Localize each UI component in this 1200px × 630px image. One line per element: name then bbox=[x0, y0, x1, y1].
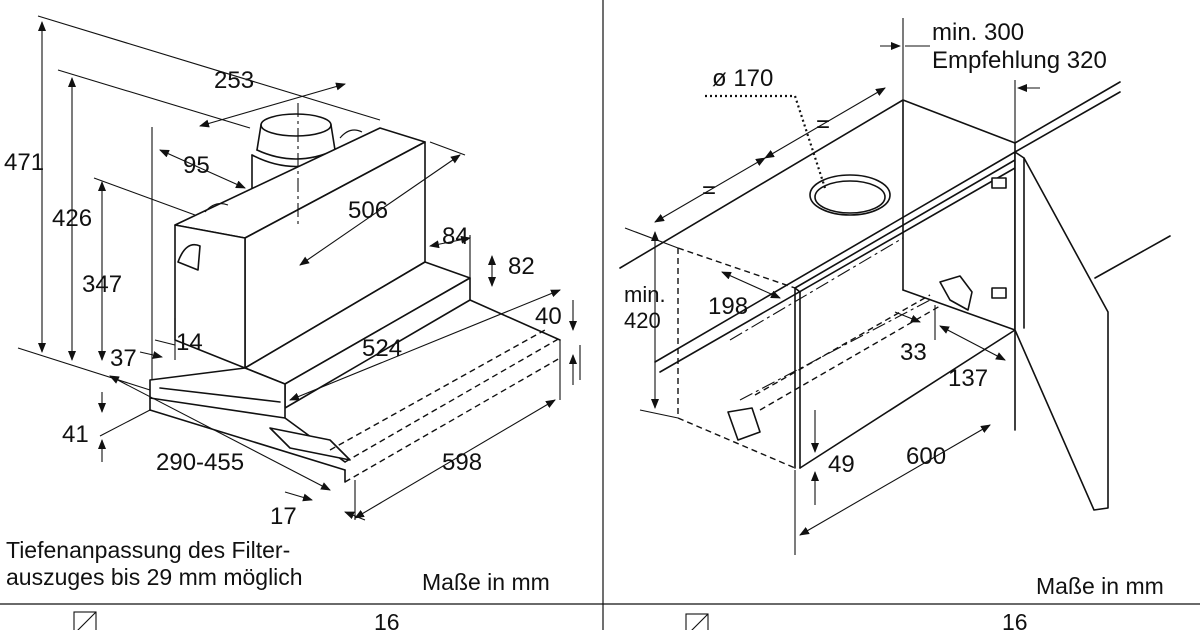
footer-number-left: 16 bbox=[374, 609, 400, 630]
dimension-lines bbox=[38, 21, 577, 521]
label-diameter-170: ø 170 bbox=[712, 65, 773, 92]
filter-symbol-icon bbox=[73, 611, 97, 630]
duct-cutout bbox=[809, 174, 891, 216]
dim-37: 37 bbox=[110, 345, 137, 372]
dim-524: 524 bbox=[362, 335, 402, 362]
dimension-labels: 253 471 95 426 506 347 84 82 40 524 14 3… bbox=[4, 67, 562, 530]
mounting-brackets bbox=[727, 177, 1007, 441]
dim-41: 41 bbox=[62, 421, 89, 448]
footer-row-right: 16 bbox=[685, 609, 1028, 630]
dim-95: 95 bbox=[183, 152, 210, 179]
center-line bbox=[729, 237, 904, 341]
dimension-lines-right bbox=[651, 42, 1040, 536]
dim-506: 506 bbox=[348, 197, 388, 224]
label-equal-2: = bbox=[702, 177, 716, 204]
label-min: min. bbox=[624, 282, 666, 307]
dim-426: 426 bbox=[52, 205, 92, 232]
diameter-leader-dotted bbox=[705, 94, 827, 189]
dim-33: 33 bbox=[900, 339, 927, 366]
dim-347: 347 bbox=[82, 271, 122, 298]
units-label-left: Maße in mm bbox=[422, 569, 550, 595]
dim-84: 84 bbox=[442, 223, 469, 250]
dim-82: 82 bbox=[508, 253, 535, 280]
footer-row-left: 16 bbox=[73, 609, 400, 630]
footer-number-right: 16 bbox=[1002, 609, 1028, 630]
dim-290-455: 290-455 bbox=[156, 449, 244, 476]
dim-600: 600 bbox=[906, 443, 946, 470]
label-min-300: min. 300 bbox=[932, 19, 1024, 46]
dim-471: 471 bbox=[4, 149, 44, 176]
dim-253: 253 bbox=[214, 67, 254, 94]
cabinet-door bbox=[1014, 151, 1109, 511]
dim-598: 598 bbox=[442, 449, 482, 476]
dim-137: 137 bbox=[948, 365, 988, 392]
note-depth-adjustment-line1: Tiefenanpassung des Filter- bbox=[6, 537, 290, 563]
hood-drawing: 253 471 95 426 506 347 84 82 40 524 14 3… bbox=[4, 15, 581, 630]
dim-40: 40 bbox=[535, 303, 562, 330]
dim-17: 17 bbox=[270, 503, 297, 530]
dim-198: 198 bbox=[708, 293, 748, 320]
label-420: 420 bbox=[624, 308, 661, 333]
label-equal-1: = bbox=[816, 111, 830, 138]
dim-49: 49 bbox=[828, 451, 855, 478]
dim-14: 14 bbox=[176, 329, 203, 356]
filter-symbol-icon-right bbox=[685, 613, 709, 630]
label-empfehlung-320: Empfehlung 320 bbox=[932, 47, 1107, 74]
dimension-labels-right: min. 300 Empfehlung 320 ø 170 = = min. 4… bbox=[624, 19, 1107, 478]
note-depth-adjustment-line2: auszuges bis 29 mm möglich bbox=[6, 564, 303, 590]
units-label-right: Maße in mm bbox=[1036, 573, 1164, 599]
installation-drawing: min. 300 Empfehlung 320 ø 170 = = min. 4… bbox=[619, 18, 1171, 630]
